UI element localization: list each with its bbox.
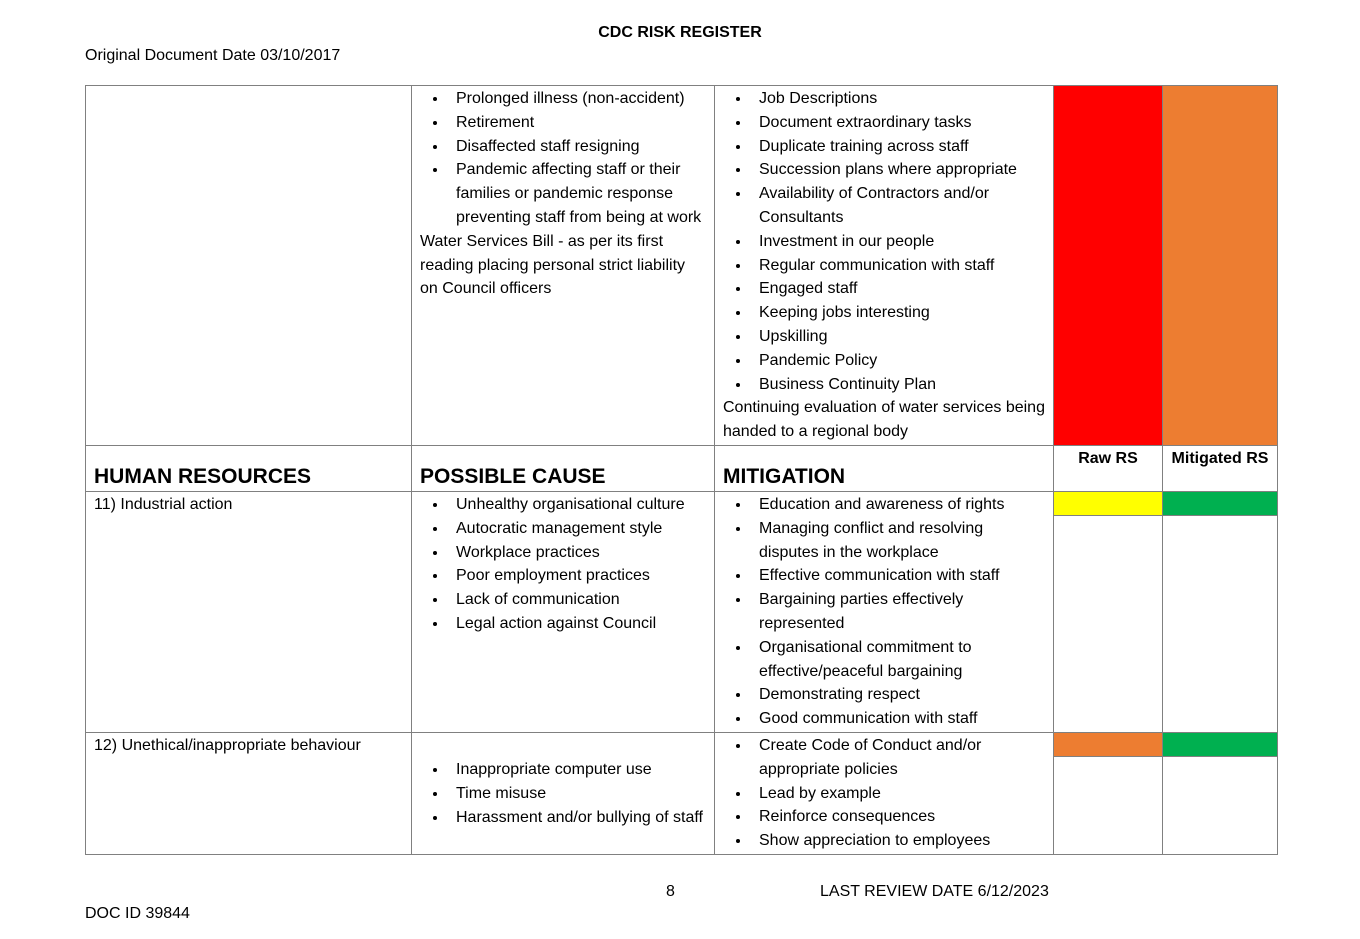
cause-item: Unhealthy organisational culture xyxy=(448,493,706,517)
cause-item: Poor employment practices xyxy=(448,564,706,588)
cause-item: Pandemic affecting staff or their famili… xyxy=(448,158,706,229)
mitigation-item: Availability of Contractors and/or Consu… xyxy=(751,182,1045,230)
cause-item: Lack of communication xyxy=(448,588,706,612)
cause-item: Legal action against Council xyxy=(448,612,706,636)
cause-item: Autocratic management style xyxy=(448,517,706,541)
mitigation-item: Business Continuity Plan xyxy=(751,373,1045,397)
table-row: 11) Industrial action Unhealthy organisa… xyxy=(85,490,1278,733)
risk-register-table: Prolonged illness (non-accident)Retireme… xyxy=(85,85,1278,855)
mitigation-item: Pandemic Policy xyxy=(751,349,1045,373)
cause-cell: Inappropriate computer useTime misuseHar… xyxy=(411,731,715,855)
raw-rs-cell xyxy=(1053,490,1163,733)
mitigated-rs-cell xyxy=(1162,731,1278,855)
table-row: Prolonged illness (non-accident)Retireme… xyxy=(85,85,1278,446)
cause-cell: Unhealthy organisational cultureAutocrat… xyxy=(411,490,715,733)
risk-name: 11) Industrial action xyxy=(85,490,412,733)
mitigation-item: Education and awareness of rights xyxy=(751,493,1045,517)
mitigation-item: Succession plans where appropriate xyxy=(751,158,1045,182)
mitigation-item: Show appreciation to employees xyxy=(751,829,1045,853)
cause-item: Time misuse xyxy=(448,782,706,806)
cause-header: POSSIBLE CAUSE xyxy=(411,444,715,492)
mitigation-item: Keeping jobs interesting xyxy=(751,301,1045,325)
cause-item: Disaffected staff resigning xyxy=(448,135,706,159)
cause-item: Inappropriate computer use xyxy=(448,758,706,782)
mitigation-item: Good communication with staff xyxy=(751,707,1045,731)
risk-cell xyxy=(85,85,412,446)
mitigation-cell: Education and awareness of rightsManagin… xyxy=(714,490,1054,733)
mitigation-item: Duplicate training across staff xyxy=(751,135,1045,159)
mitigation-item: Create Code of Conduct and/or appropriat… xyxy=(751,734,1045,782)
last-review-date: LAST REVIEW DATE 6/12/2023 xyxy=(820,883,1049,900)
cause-note: Water Services Bill - as per its first r… xyxy=(420,232,686,298)
mitigation-item: Engaged staff xyxy=(751,277,1045,301)
raw-rs-cell xyxy=(1053,85,1163,446)
section-title: HUMAN RESOURCES xyxy=(85,444,412,492)
mitigation-note: Continuing evaluation of water services … xyxy=(723,399,1045,441)
mitigation-item: Organisational commitment to effective/p… xyxy=(751,636,1045,684)
mitigation-item: Investment in our people xyxy=(751,230,1045,254)
raw-rs-header: Raw RS xyxy=(1053,444,1163,492)
cause-item: Workplace practices xyxy=(448,541,706,565)
section-header-row: HUMAN RESOURCES POSSIBLE CAUSE MITIGATIO… xyxy=(85,444,1278,492)
mitigation-item: Demonstrating respect xyxy=(751,683,1045,707)
mitigation-item: Managing conflict and resolving disputes… xyxy=(751,517,1045,565)
mitigation-header: MITIGATION xyxy=(714,444,1054,492)
risk-name: 12) Unethical/inappropriate behaviour xyxy=(85,731,412,855)
mitigation-item: Effective communication with staff xyxy=(751,564,1045,588)
cause-item: Retirement xyxy=(448,111,706,135)
mitigated-rs-cell xyxy=(1162,85,1278,446)
mitigation-cell: Create Code of Conduct and/or appropriat… xyxy=(714,731,1054,855)
doc-id: DOC ID 39844 xyxy=(85,905,190,922)
mitigation-item: Job Descriptions xyxy=(751,87,1045,111)
cause-cell: Prolonged illness (non-accident)Retireme… xyxy=(411,85,715,446)
mitigation-item: Upskilling xyxy=(751,325,1045,349)
cause-item: Prolonged illness (non-accident) xyxy=(448,87,706,111)
raw-rs-cell xyxy=(1053,731,1163,855)
mitigated-rs-header: Mitigated RS xyxy=(1162,444,1278,492)
mitigation-item: Reinforce consequences xyxy=(751,805,1045,829)
document-title: CDC RISK REGISTER xyxy=(598,24,762,41)
mitigation-item: Document extraordinary tasks xyxy=(751,111,1045,135)
mitigation-item: Regular communication with staff xyxy=(751,254,1045,278)
mitigated-rs-cell xyxy=(1162,490,1278,733)
mitigation-item: Lead by example xyxy=(751,782,1045,806)
table-row: 12) Unethical/inappropriate behaviour In… xyxy=(85,731,1278,855)
mitigation-item: Bargaining parties effectively represent… xyxy=(751,588,1045,636)
cause-item: Harassment and/or bullying of staff xyxy=(448,806,706,830)
original-document-date: Original Document Date 03/10/2017 xyxy=(85,47,341,64)
mitigation-cell: Job DescriptionsDocument extraordinary t… xyxy=(714,85,1054,446)
page-number: 8 xyxy=(666,883,675,900)
